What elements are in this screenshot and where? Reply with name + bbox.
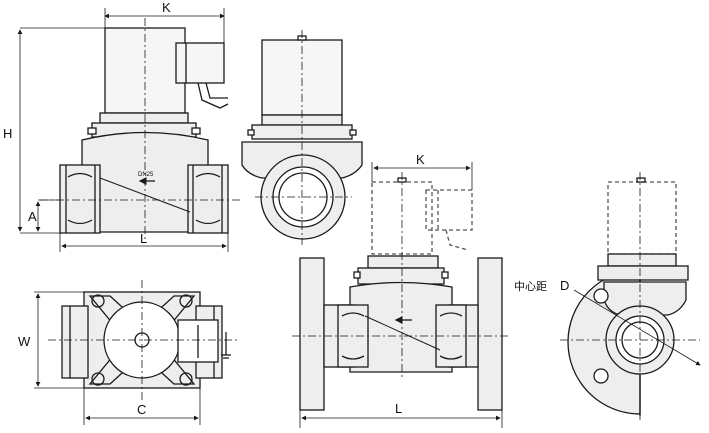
front-port-right xyxy=(187,164,229,234)
center-distance-label: 中心距 xyxy=(514,280,547,293)
dim-label-a: A xyxy=(28,209,37,224)
front-connector xyxy=(175,42,225,84)
dim-label-l-front: L xyxy=(140,231,147,246)
dim-label-k-flange: K xyxy=(416,152,425,167)
flange-side-coil-dashed xyxy=(607,181,677,255)
flanged-side-view xyxy=(560,172,701,420)
top-view xyxy=(34,280,240,425)
dim-label-c: C xyxy=(137,402,146,417)
dim-label-d: D xyxy=(560,278,569,293)
flange-right xyxy=(477,257,503,411)
side-view xyxy=(241,30,363,245)
front-view xyxy=(17,8,240,252)
flanged-view xyxy=(292,162,510,428)
dim-label-l-flange: L xyxy=(395,401,402,416)
dim-label-k-front: K xyxy=(162,0,171,15)
front-port-left xyxy=(59,164,101,234)
dim-label-h: H xyxy=(3,126,12,141)
body-marking: DN25 xyxy=(138,172,154,178)
flange-left xyxy=(299,257,325,411)
dim-label-w: W xyxy=(18,334,31,349)
